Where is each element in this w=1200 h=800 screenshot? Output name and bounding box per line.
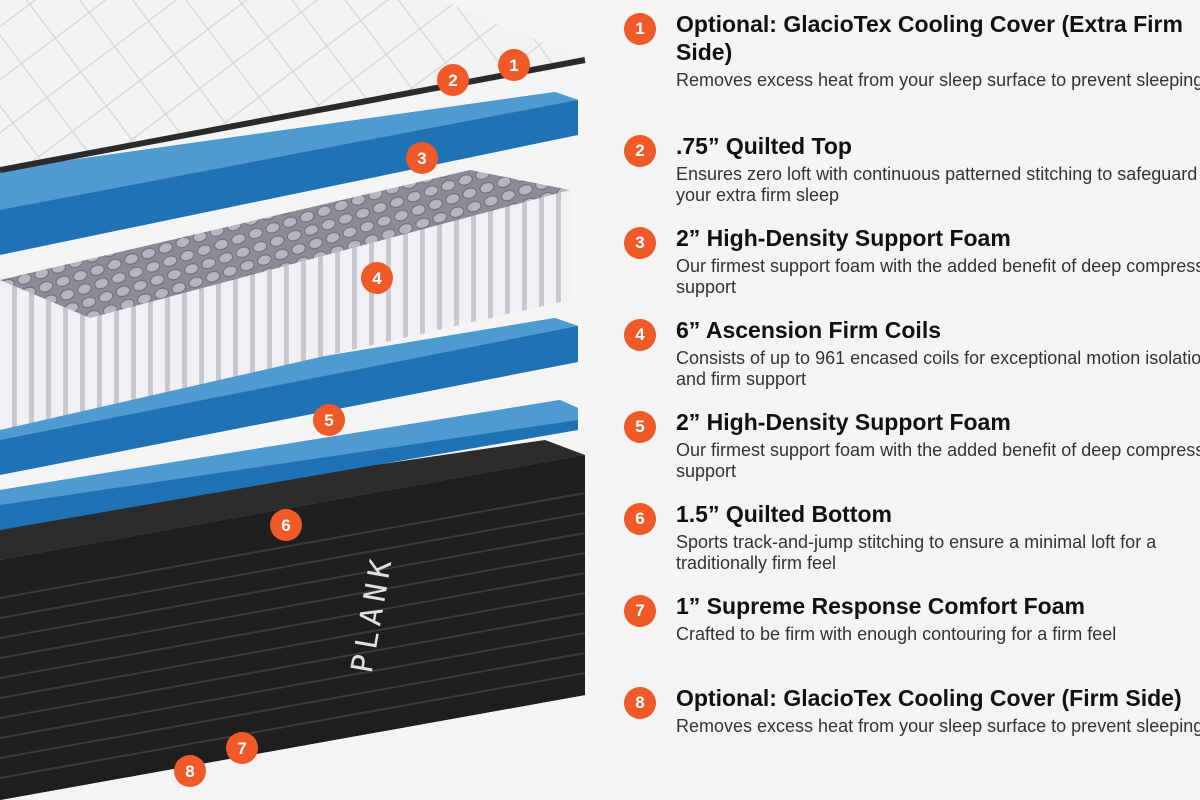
- legend-description: Removes excess heat from your sleep surf…: [676, 716, 1200, 736]
- marker-number: 3: [417, 149, 426, 168]
- layer-support-foam: [0, 92, 578, 255]
- layer-quilted-cover: [0, 0, 586, 173]
- legend-description: Our firmest support foam with the added …: [676, 256, 1200, 297]
- marker-number: 6: [281, 516, 290, 535]
- marker-number: 4: [372, 269, 382, 288]
- marker-circle: [270, 509, 302, 541]
- legend-item-8: 8 Optional: GlacioTex Cooling Cover (Firm…: [622, 684, 1200, 737]
- legend-title: 1.5” Quilted Bottom: [676, 501, 892, 527]
- diagram-marker-8: 8: [174, 755, 206, 787]
- base-front-fill: [0, 455, 585, 800]
- legend-number-badge: 3: [624, 227, 656, 259]
- diagram-markers: 1 2 3 4 5 6 7 8: [174, 49, 530, 787]
- layer-base: [0, 440, 586, 800]
- marker-circle: [361, 262, 393, 294]
- marker-number: 1: [509, 56, 518, 75]
- base-stripes: [0, 492, 586, 779]
- legend-description: Ensures zero loft with continuous patter…: [676, 164, 1198, 205]
- legend-item-1: 1 Optional: GlacioTex Cooling Cover (Extr…: [622, 10, 1200, 91]
- diagram-marker-3: 3: [406, 142, 438, 174]
- layer-coils: [0, 170, 570, 430]
- diagram-marker-1: 1: [498, 49, 530, 81]
- marker-number: 2: [448, 71, 457, 90]
- marker-number: 8: [185, 762, 194, 781]
- layer-lower-foam: [0, 318, 578, 475]
- legend-number-badge: 6: [624, 503, 656, 535]
- marker-circle: [174, 755, 206, 787]
- diagram-marker-4: 4: [361, 262, 393, 294]
- legend-description: Sports track-and-jump stitching to ensur…: [676, 532, 1157, 573]
- legend-title: 1” Supreme Response Comfort Foam: [676, 593, 1085, 619]
- legend-number-badge: 4: [624, 319, 656, 351]
- legend-number-badge: 1: [624, 13, 656, 45]
- marker-number: 5: [324, 411, 333, 430]
- legend-number-badge: 2: [624, 135, 656, 167]
- legend-title: Optional: GlacioTex Cooling Cover (Extra…: [676, 11, 1183, 65]
- marker-circle: [313, 404, 345, 436]
- legend-number-badge: 8: [624, 687, 656, 719]
- legend-description: Our firmest support foam with the added …: [676, 440, 1200, 481]
- diagram-marker-7: 7: [226, 732, 258, 764]
- marker-circle: [498, 49, 530, 81]
- legend-title: 6” Ascension Firm Coils: [676, 317, 941, 343]
- diagram-marker-6: 6: [270, 509, 302, 541]
- base-top: [0, 440, 585, 560]
- marker-circle: [437, 64, 469, 96]
- diagram-marker-2: 2: [437, 64, 469, 96]
- diagram-marker-5: 5: [313, 404, 345, 436]
- layer-lower-foam-2: [0, 400, 578, 530]
- legend-number-badge: 7: [624, 595, 656, 627]
- legend-number-badge: 5: [624, 411, 656, 443]
- legend-title: .75” Quilted Top: [676, 133, 852, 159]
- marker-number: 7: [237, 739, 246, 758]
- legend-title: 2” High-Density Support Foam: [676, 225, 1011, 251]
- marker-circle: [226, 732, 258, 764]
- legend-title: 2” High-Density Support Foam: [676, 409, 1011, 435]
- legend-title: Optional: GlacioTex Cooling Cover (Firm …: [676, 685, 1182, 711]
- marker-circle: [406, 142, 438, 174]
- legend-description: Consists of up to 961 encased coils for …: [676, 348, 1200, 389]
- legend-description: Removes excess heat from your sleep surf…: [676, 70, 1200, 90]
- legend-description: Crafted to be firm with enough contourin…: [676, 624, 1117, 644]
